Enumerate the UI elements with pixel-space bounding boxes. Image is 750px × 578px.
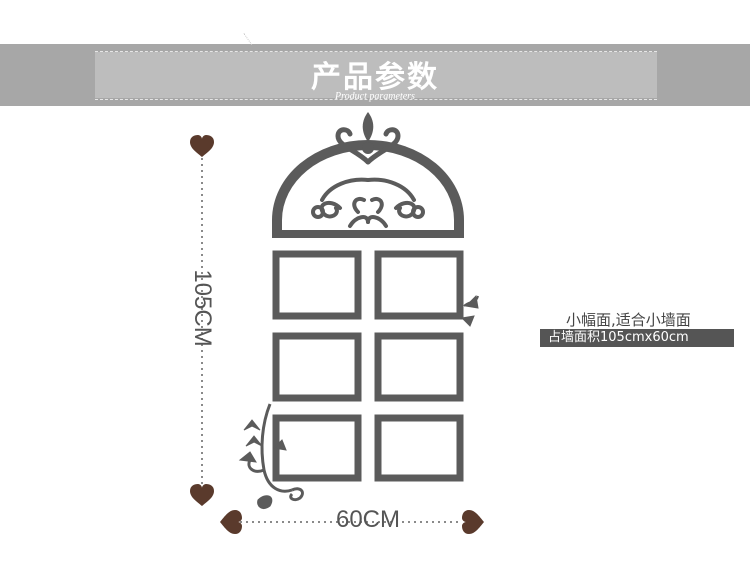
- height-text: 105CM: [189, 269, 216, 347]
- height-dimension-label: 105CM: [178, 253, 226, 363]
- banner-divider-bottom: [95, 99, 657, 100]
- banner-panel: [95, 52, 657, 98]
- vine-decoration: [238, 294, 479, 509]
- window-frame-decal: [272, 112, 464, 482]
- header-banner: 产品参数 Product parameters: [0, 44, 750, 106]
- heart-icon: [462, 510, 484, 534]
- banner-title: 产品参数: [311, 60, 439, 95]
- size-note: 小幅面,适合小墙面: [566, 311, 691, 329]
- heart-icon: [190, 135, 214, 157]
- banner-subtitle: Product parameters: [335, 91, 415, 102]
- area-note: 占墙面积105cmx60cm: [540, 329, 734, 347]
- heart-icon: [220, 510, 242, 534]
- banner-divider-top: [95, 51, 657, 52]
- width-dimension-label: 60CM: [335, 506, 401, 533]
- heart-icon: [190, 484, 214, 506]
